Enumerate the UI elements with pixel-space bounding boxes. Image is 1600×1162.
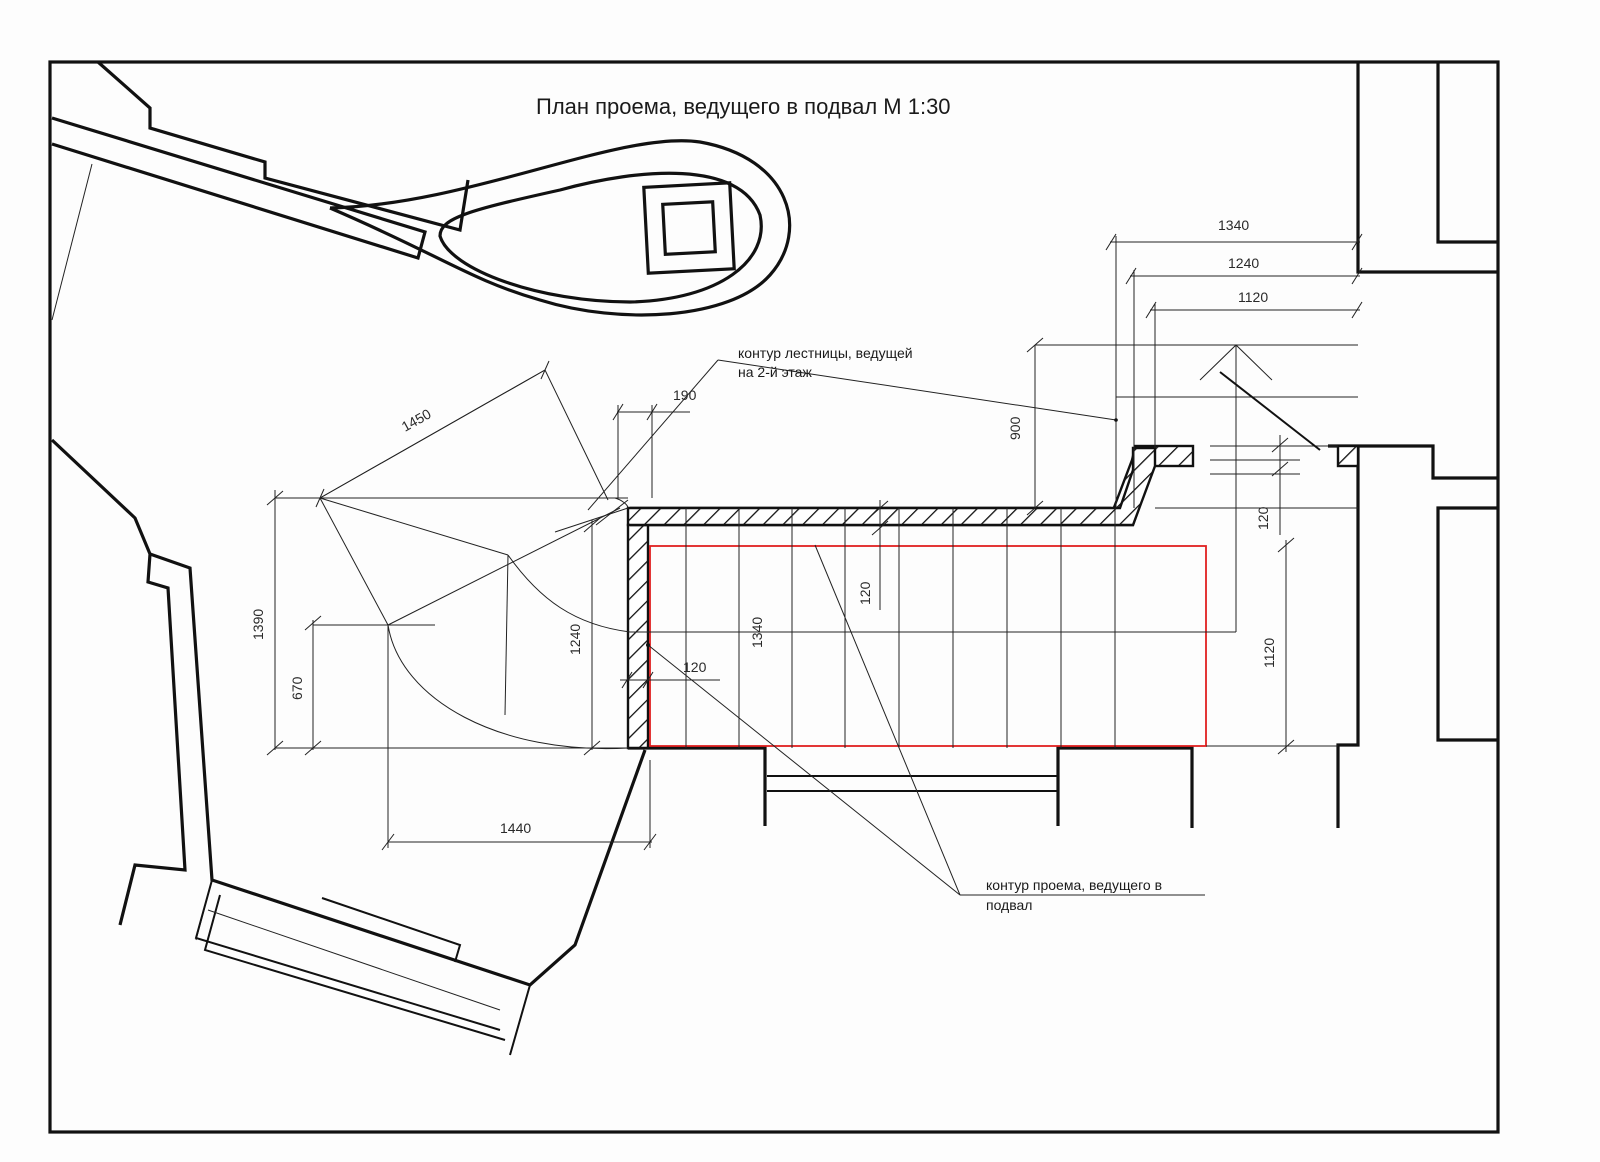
dim-190: 190 (673, 387, 697, 403)
left-building-wall (50, 438, 647, 1056)
stair-contour-label-line1: контур лестницы, ведущей (738, 345, 913, 361)
dim-1240-left: 1240 (567, 624, 583, 655)
dim-1120-top: 1120 (1238, 289, 1268, 305)
dim-1450: 1450 (399, 405, 434, 434)
leader-lines (587, 359, 1205, 896)
opening-contour-label-line2: подвал (986, 897, 1032, 913)
opening-contour (649, 545, 1207, 747)
planter-square-icon (642, 181, 736, 275)
dim-120-vertical: 120 (857, 581, 873, 605)
dim-670: 670 (289, 676, 305, 700)
dim-1240-top: 1240 (1228, 255, 1259, 271)
stair-treads (630, 508, 1338, 748)
dim-1120-right: 1120 (1261, 638, 1277, 668)
top-left-wall (51, 60, 470, 321)
hatched-wall (626, 444, 1360, 750)
dim-120-right: 120 (1255, 506, 1271, 530)
dimension-lines (266, 233, 1363, 851)
dim-1340-mid: 1340 (749, 617, 765, 648)
right-building-wall (1328, 62, 1498, 828)
dim-1340-top: 1340 (1218, 217, 1249, 233)
drawing-frame (48, 60, 1500, 1134)
dim-1440: 1440 (500, 820, 531, 836)
opening-contour-label-line1: контур проема, ведущего в (986, 877, 1162, 893)
upper-stair-outline (1115, 344, 1358, 632)
stair-contour-label-line2: на 2-й этаж (738, 364, 812, 380)
drawing-title: План проема, ведущего в подвал М 1:30 (536, 94, 951, 119)
dim-900: 900 (1007, 416, 1023, 440)
flower-bed (329, 139, 792, 317)
dim-120-inner: 120 (683, 659, 707, 675)
winder-construction (275, 369, 631, 750)
dim-1390: 1390 (250, 609, 266, 640)
bottom-walls (628, 746, 1194, 828)
